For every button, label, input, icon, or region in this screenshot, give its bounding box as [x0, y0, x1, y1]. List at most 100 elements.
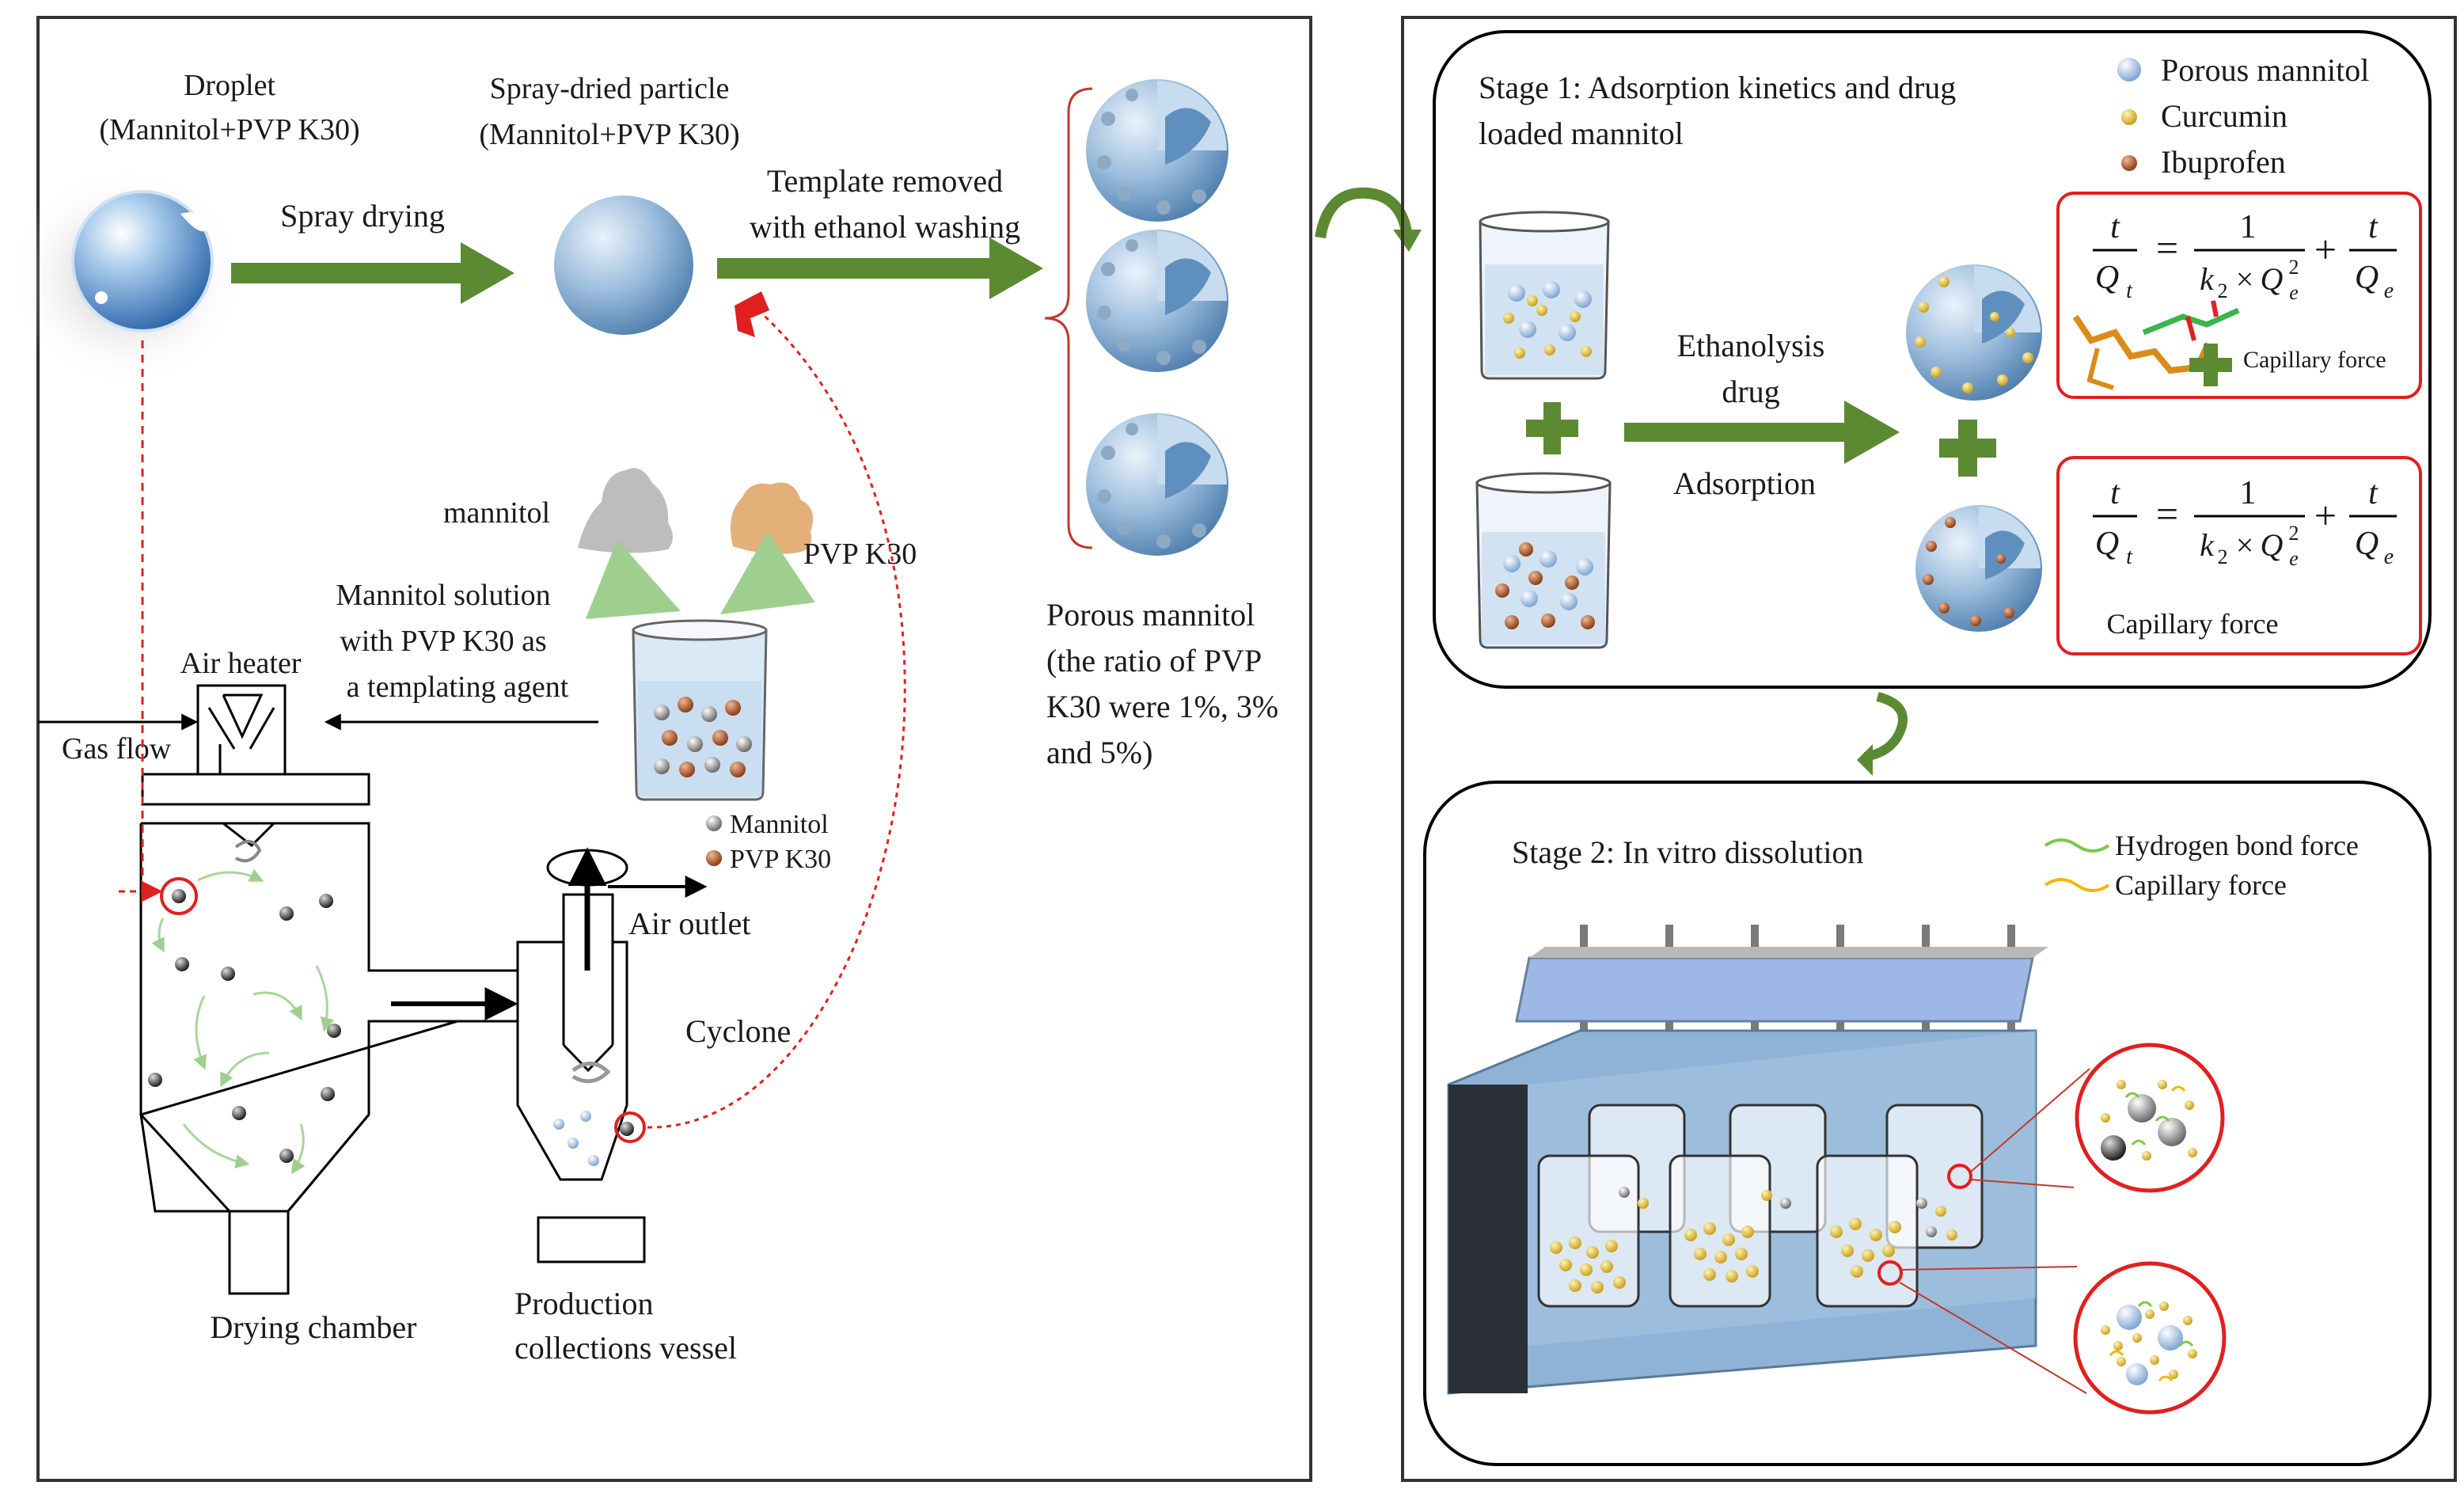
- eq1-k2: k: [2200, 261, 2215, 297]
- eq2-Qe-sup: 2: [2289, 522, 2299, 545]
- cyclone-body: [516, 893, 628, 1181]
- heater-manifold: [141, 773, 370, 806]
- eq1-equals: =: [2156, 226, 2178, 270]
- porous-ratio-1: (the ratio of PVP: [1046, 643, 1262, 678]
- eq1-k2-sub: 2: [2218, 279, 2228, 302]
- drying-chamber-label: Drying chamber: [210, 1309, 416, 1345]
- stage1-title-2: loaded mannitol: [1479, 116, 1684, 151]
- air-heater-label: Air heater: [180, 647, 302, 680]
- zoom-circle-upper: [2075, 1043, 2225, 1193]
- legend-mannitol-dot: [706, 815, 722, 831]
- droplet-highlight: [180, 212, 209, 232]
- solution-label-3: a templating agent: [347, 671, 569, 704]
- porous-sphere-2: [1086, 230, 1228, 372]
- eq1-t2: t: [2368, 209, 2379, 245]
- curcumin-loaded-sphere: [1906, 264, 2042, 401]
- zoom-circle-lower: [2073, 1261, 2227, 1415]
- eq2-Qe: Q: [2261, 527, 2284, 563]
- ibuprofen-loaded-sphere: [1915, 505, 2042, 632]
- solution-label-2: with PVP K30 as: [340, 625, 546, 658]
- eq1-one: 1: [2240, 209, 2257, 245]
- eq1-plus: +: [2314, 227, 2337, 272]
- equation-box-ibuprofen: [2056, 456, 2422, 655]
- right-panel-frame: [1401, 16, 2457, 1482]
- legend-pvp-dot: [706, 850, 722, 866]
- cyclone-particles: [553, 1111, 634, 1166]
- equation-box-curcumin: [2056, 192, 2422, 399]
- eq2-Qt: Q: [2095, 526, 2119, 562]
- pvp-powder-label: PVP K30: [803, 538, 917, 571]
- spray-drying-arrow: [231, 242, 514, 304]
- chamber-flow-arrows: [151, 868, 335, 1174]
- eq1-t: t: [2110, 209, 2120, 245]
- eq1-Qt: Q: [2095, 260, 2119, 296]
- air-heater-symbol: [222, 693, 264, 739]
- panel-transition-arrowhead: [1393, 230, 1422, 252]
- stage-transition-arrowhead: [1857, 744, 1873, 776]
- legend-ibuprofen-label: Ibuprofen: [2161, 144, 2286, 180]
- solution-label-1: Mannitol solution: [336, 579, 550, 612]
- eq1-Qe: Q: [2261, 261, 2284, 297]
- eq1-Qe-sup: 2: [2289, 256, 2299, 279]
- porous-sphere-1: [1086, 79, 1228, 222]
- eq2-times: ×: [2236, 527, 2254, 563]
- capillary-label-2: Capillary force: [2107, 608, 2279, 640]
- equation-curcumin: t Q t = 1 k 2 × Q e 2 + t Q e: [2093, 209, 2397, 304]
- stage2-title: Stage 2: In vitro dissolution: [1512, 834, 1863, 870]
- stage1-arrow-label-drug: drug: [1722, 374, 1779, 409]
- eq1-Qt-sub: t: [2126, 279, 2133, 303]
- capillary-label-1: Capillary force: [2243, 347, 2386, 373]
- left-panel-frame: [36, 16, 1312, 1482]
- stage1-arrow-label-adsorption: Adsorption: [1673, 465, 1816, 501]
- legend-ibuprofen-dot: [2121, 155, 2137, 171]
- cyclone-highlight-circle: [614, 1111, 646, 1143]
- template-removed-arrow: [717, 237, 1043, 299]
- eq1-times: ×: [2236, 261, 2254, 297]
- cyclone-label: Cyclone: [685, 1013, 791, 1049]
- droplet-sub: (Mannitol+PVP K30): [99, 113, 359, 146]
- legend-porous-mannitol-label: Porous mannitol: [2161, 52, 2369, 88]
- eq2-Qe2-sub: e: [2384, 545, 2394, 569]
- spray-drying-label: Spray drying: [280, 198, 445, 234]
- stage1-plus-left: [1526, 402, 1578, 454]
- porous-title: Porous mannitol: [1046, 597, 1255, 633]
- air-heater-stroke-1: [207, 707, 236, 750]
- eq2-k2: k: [2200, 527, 2215, 563]
- powder-flow-right: [720, 531, 815, 614]
- porous-ratio-3: and 5%): [1046, 735, 1152, 770]
- zoom-line-1: [1970, 1179, 2075, 1188]
- eq2-Qe-sub: e: [2289, 547, 2299, 570]
- eq2-k2-sub: 2: [2218, 545, 2228, 568]
- legend-hbond-swatch: [2044, 838, 2110, 853]
- eq2-equals: =: [2156, 492, 2178, 536]
- drying-chamber-outlet: [228, 1210, 290, 1295]
- dissolution-highlight-2: [1877, 1260, 1903, 1286]
- atomizer-swirl: [234, 840, 262, 863]
- gas-flow-label: Gas flow: [62, 732, 172, 766]
- stage1-plus-mid: [1939, 420, 1996, 477]
- porous-ratio-2: K30 were 1%, 3%: [1046, 689, 1278, 724]
- legend-curcumin-label: Curcumin: [2161, 98, 2287, 134]
- air-heater-box: [196, 684, 287, 776]
- legend-hbond-label: Hydrogen bond force: [2115, 830, 2359, 861]
- legend-mannitol-label: Mannitol: [730, 810, 829, 839]
- template-label-1: Template removed: [767, 163, 1003, 199]
- spray-dried-particle: [554, 196, 693, 335]
- eq2-plus: +: [2314, 493, 2337, 538]
- stage-transition-arrow: [1863, 692, 1908, 762]
- chamber-particles: [148, 889, 341, 1163]
- dissolution-highlight-1: [1947, 1164, 1972, 1189]
- cyclone-swirl: [571, 1062, 611, 1084]
- pvp-powder: [730, 482, 814, 554]
- recycle-dashed-path: [647, 307, 906, 1129]
- droplet-spot: [95, 291, 108, 304]
- production-label-1: Production: [514, 1286, 654, 1321]
- equation-ibuprofen: t Q t = 1 k 2 × Q e 2 + t Q e: [2093, 475, 2397, 570]
- stage1-adsorption-arrow: [1624, 401, 1900, 464]
- mannitol-powder: [578, 468, 673, 553]
- eq2-Qe2: Q: [2355, 526, 2379, 562]
- air-outlet-label: Air outlet: [628, 906, 750, 941]
- dissolution-particles: [1550, 1187, 1957, 1294]
